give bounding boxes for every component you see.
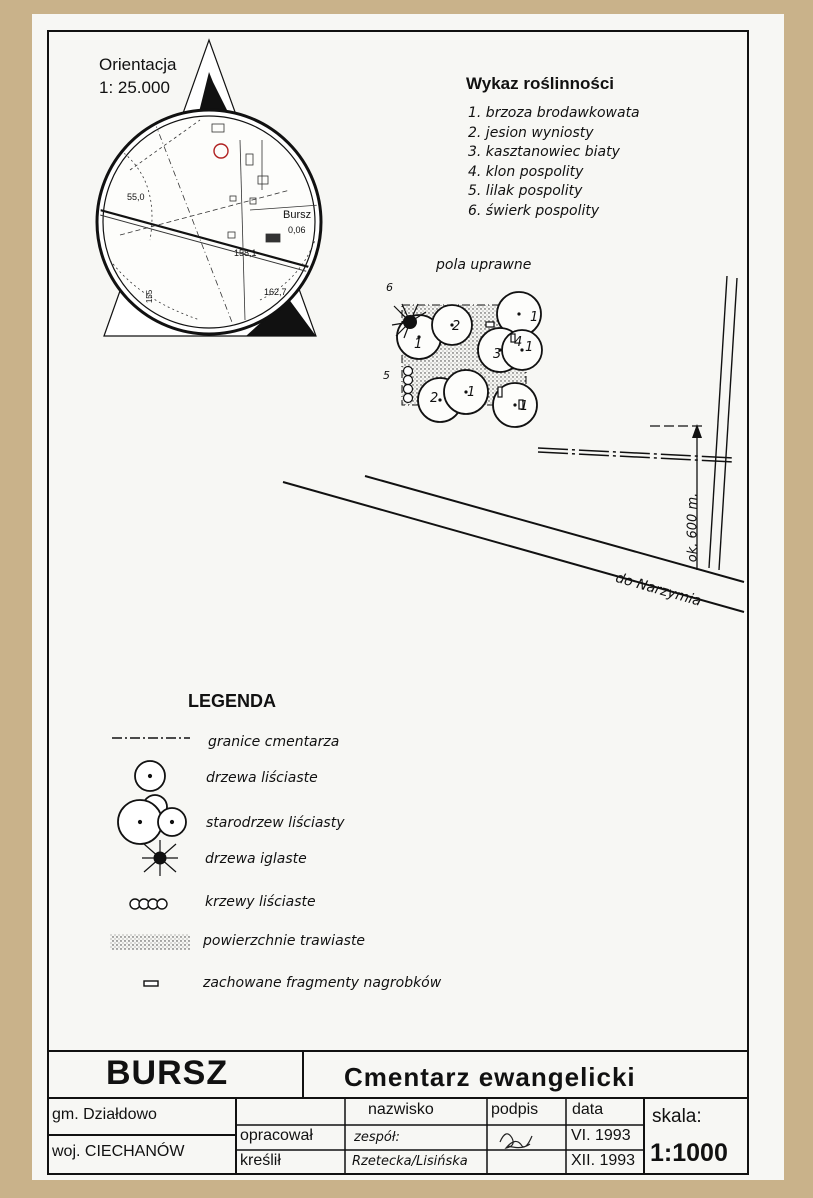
fields-label: pola uprawne bbox=[436, 257, 532, 273]
tree-number-5: 5 bbox=[383, 369, 390, 382]
document-subject: Cmentarz ewangelicki bbox=[344, 1062, 636, 1092]
plants-title: Wykaz roślinności bbox=[466, 74, 615, 93]
plant-item: 2. jesion wyniosty bbox=[468, 124, 594, 141]
voivodeship-label: woj. CIECHANÓW bbox=[52, 1143, 185, 1160]
plants-list: 1. brzoza brodawkowata 2. jesion wyniost… bbox=[468, 104, 640, 221]
plant-item: 1. brzoza brodawkowata bbox=[468, 105, 640, 121]
svg-text:1: 1 bbox=[525, 340, 533, 355]
drawing-frame bbox=[47, 30, 749, 1175]
title-block-lines bbox=[47, 1050, 747, 1173]
orientation-place: Bursz bbox=[283, 209, 312, 221]
plant-item: 5. lilak pospolity bbox=[468, 183, 583, 199]
orientation-height-4: 162,7 bbox=[264, 287, 287, 297]
date-drawn: XII. 1993 bbox=[571, 1152, 636, 1169]
roads bbox=[282, 275, 745, 613]
orientation-height-1: 55,0 bbox=[127, 192, 145, 202]
plant-item: 4. klon pospolity bbox=[468, 163, 584, 180]
distance-label: ok. 600 m. bbox=[685, 492, 701, 563]
place-name: BURSZ bbox=[106, 1054, 229, 1092]
scale-label: skala: bbox=[652, 1106, 702, 1127]
svg-text:1: 1 bbox=[520, 399, 528, 414]
legend-label-deciduous: drzewa liściaste bbox=[206, 770, 318, 786]
svg-text:4: 4 bbox=[514, 335, 522, 350]
orientation-height-5: 155 bbox=[145, 289, 155, 304]
col-signature-header: podpis bbox=[491, 1101, 539, 1118]
row-drawn-label: kreślił bbox=[240, 1152, 281, 1169]
col-name-header: nazwisko bbox=[368, 1101, 434, 1118]
legend-label-grass: powierzchnie trawiaste bbox=[203, 933, 366, 949]
legend-label-shrubs: krzewy liściaste bbox=[205, 894, 316, 910]
orientation-scale: 1: 25.000 bbox=[99, 78, 170, 97]
legend-label-gravestones: zachowane fragmenty nagrobków bbox=[203, 975, 442, 991]
gmina-label: gm. Działdowo bbox=[52, 1106, 157, 1123]
svg-text:2: 2 bbox=[430, 391, 438, 406]
orientation-title: Orientacja bbox=[99, 55, 177, 74]
orientation-inset bbox=[95, 38, 323, 337]
svg-text:3: 3 bbox=[493, 347, 501, 362]
orientation-height-2: 0,06 bbox=[288, 225, 306, 235]
authors-label: Rzetecka/Lisińska bbox=[352, 1154, 468, 1169]
plant-item: 6. świerk pospolity bbox=[468, 202, 600, 219]
legend-label-conifer: drzewa iglaste bbox=[205, 851, 307, 867]
signature-icon bbox=[499, 1133, 533, 1149]
legend-label-boundary: granice cmentarza bbox=[208, 734, 340, 750]
team-label: zespół: bbox=[354, 1130, 400, 1145]
legend-title: LEGENDA bbox=[188, 691, 277, 711]
svg-text:1: 1 bbox=[467, 385, 475, 400]
date-prepared: VI. 1993 bbox=[571, 1127, 631, 1144]
svg-text:1: 1 bbox=[530, 310, 538, 325]
legend-label-old-stand: starodrzew liściasty bbox=[206, 815, 345, 831]
col-date-header: data bbox=[572, 1101, 604, 1118]
plant-item: 3. kasztanowiec biaty bbox=[468, 144, 620, 160]
legend-symbols bbox=[110, 737, 190, 987]
orientation-height-3: 158,1 bbox=[234, 248, 257, 258]
row-prepared-label: opracował bbox=[240, 1127, 313, 1144]
tree-number-6: 6 bbox=[386, 281, 393, 294]
svg-text:2: 2 bbox=[452, 319, 460, 334]
scale-value: 1:1000 bbox=[650, 1139, 728, 1167]
svg-text:1: 1 bbox=[414, 337, 422, 352]
